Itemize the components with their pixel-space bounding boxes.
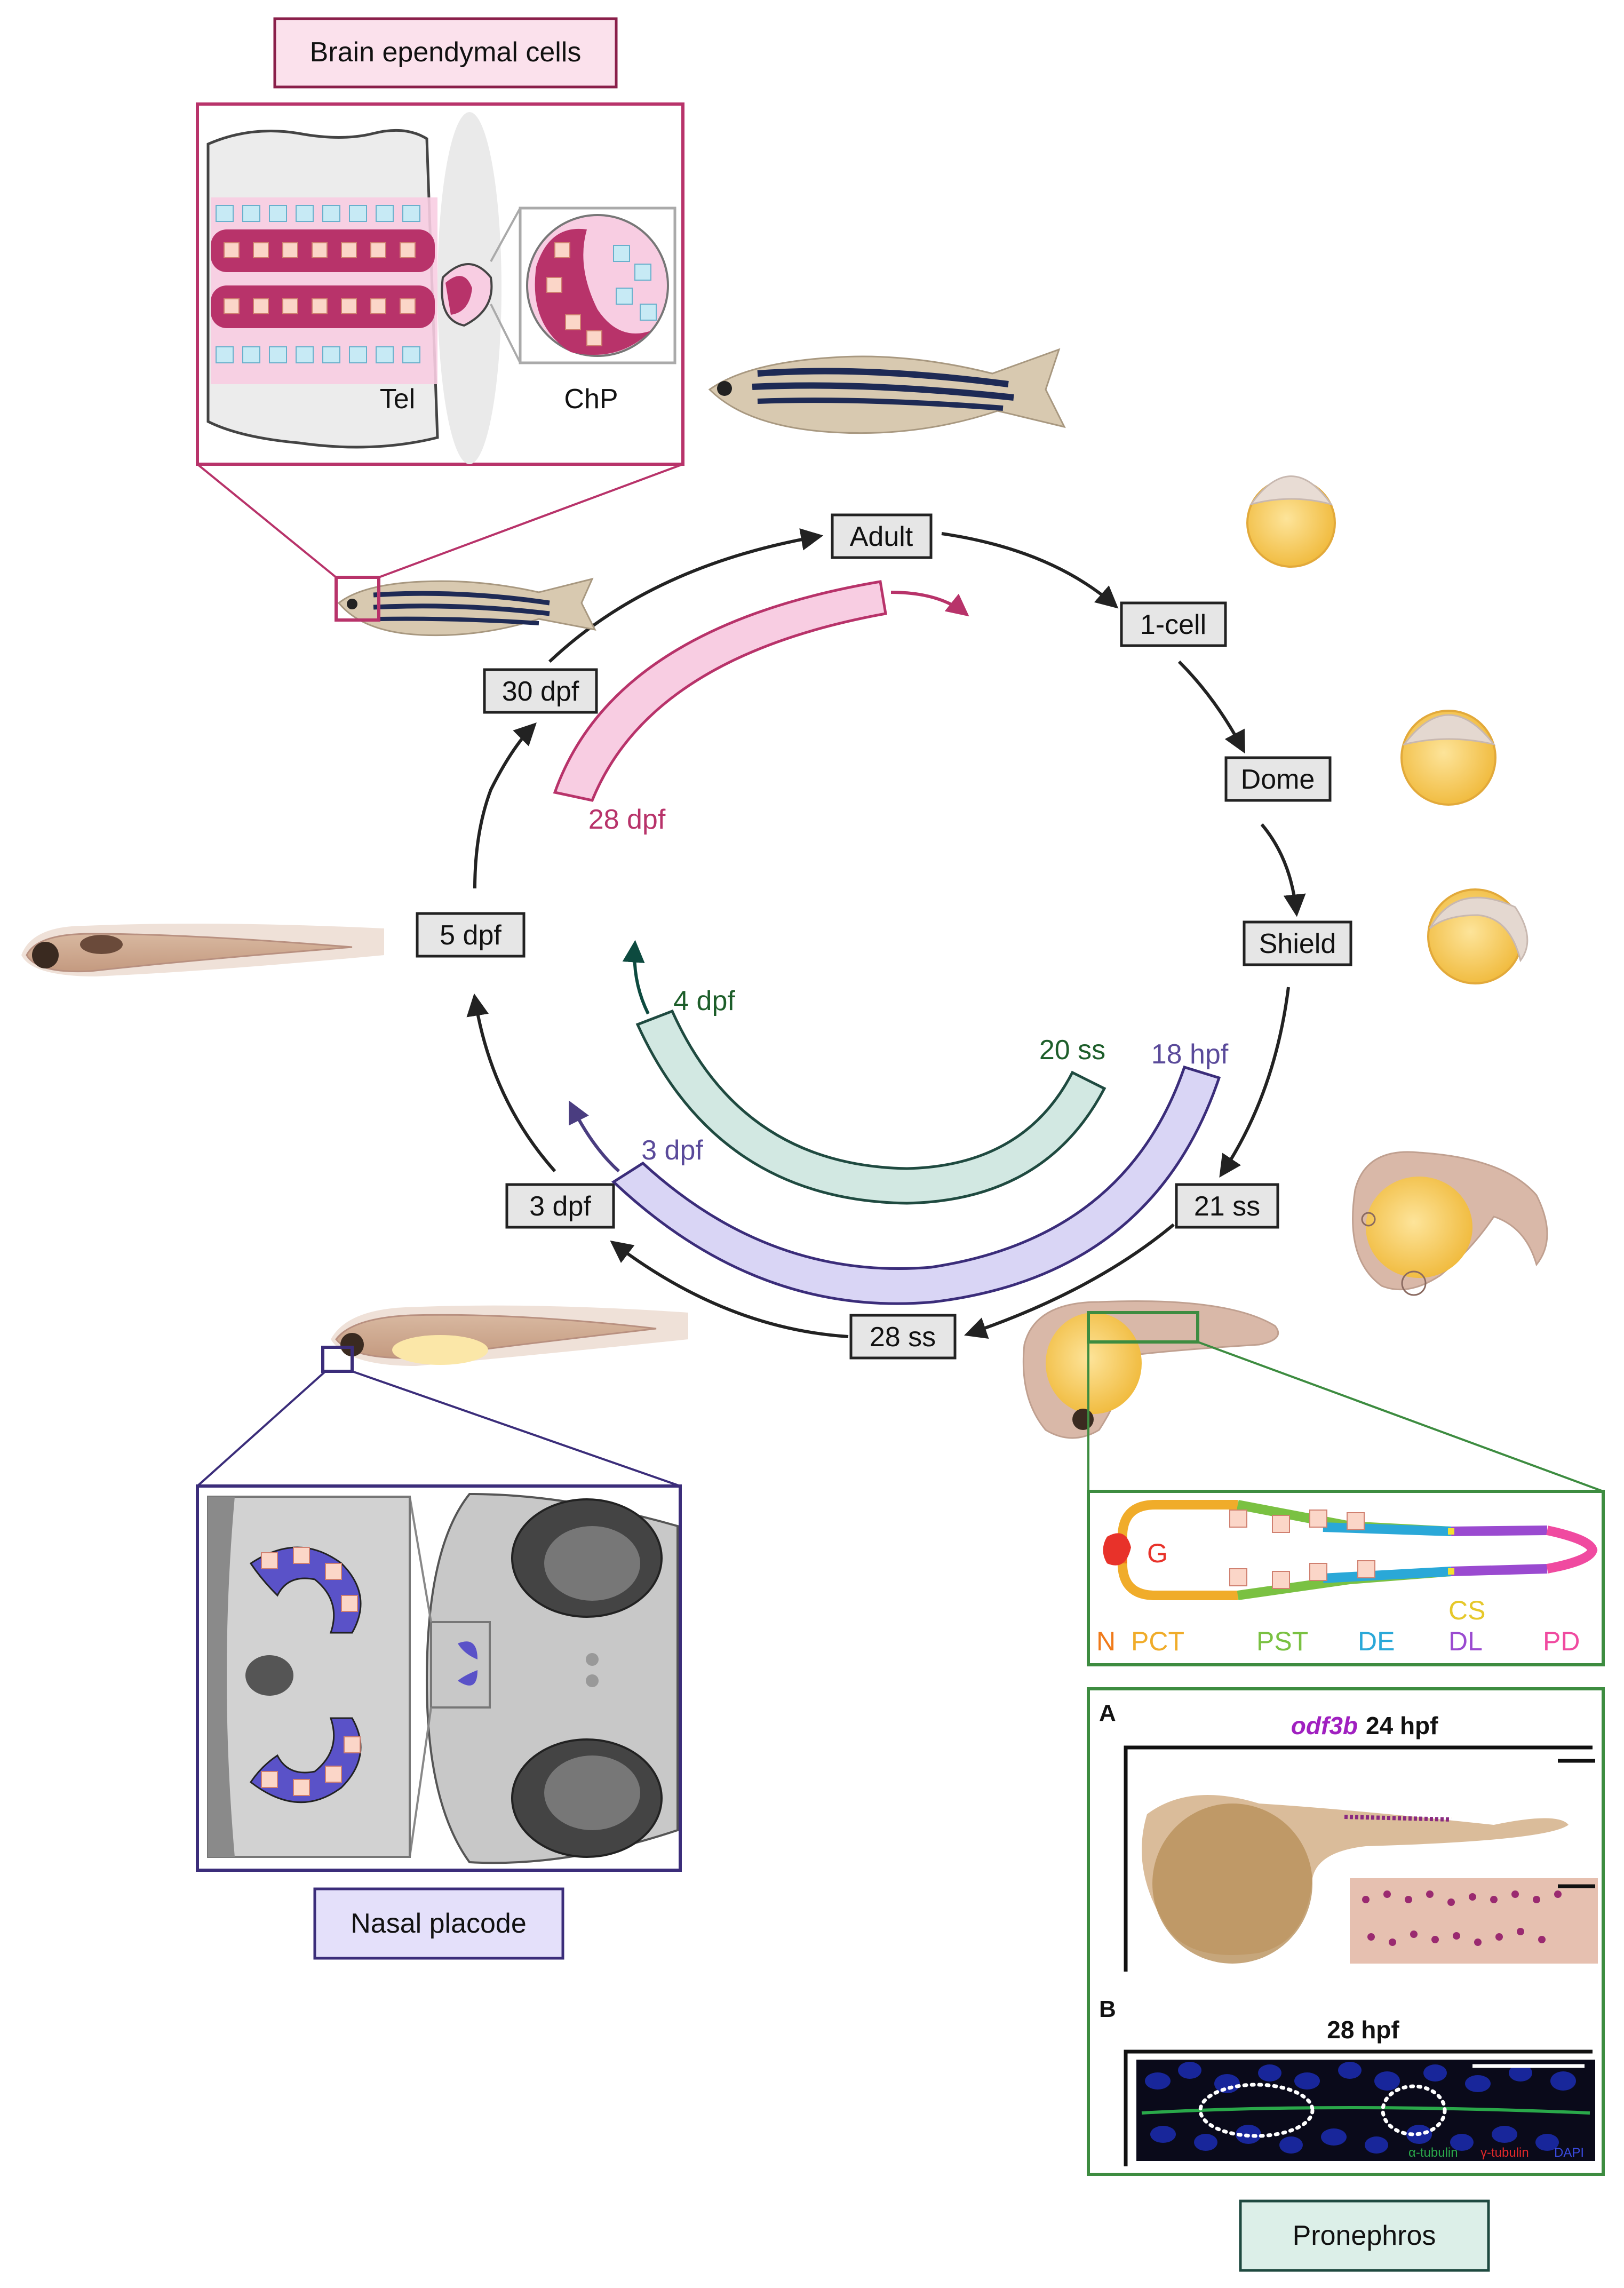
svg-text:Adult: Adult [850,521,913,552]
svg-text:γ-tubulin: γ-tubulin [1480,2146,1529,2160]
nasal-zoom-marker [321,1346,354,1373]
shield-embryo-illustration [1427,888,1529,984]
stage-dome: Dome [1224,756,1332,802]
svg-text:3 dpf: 3 dpf [641,1135,703,1166]
brain-zoom-marker [335,576,380,622]
svg-text:Dome: Dome [1241,764,1315,795]
svg-text:ChP: ChP [564,384,618,415]
svg-text:5 dpf: 5 dpf [440,920,501,951]
svg-text:28 ss: 28 ss [870,1322,936,1353]
nasal-window: 3 dpf 18 hpf [569,1039,1229,1305]
svg-text:odf3b: odf3b [1291,1712,1358,1739]
svg-text:G: G [1147,1538,1168,1568]
svg-text:α-tubulin: α-tubulin [1408,2146,1458,2160]
brain-window: 28 dpf [553,580,969,835]
svg-text:Shield: Shield [1259,928,1336,959]
brain-panel-title-box: Brain ependymal cells [273,17,618,89]
svg-text:N: N [1096,1626,1116,1656]
dome-embryo-illustration [1400,710,1496,806]
stage-21-ss: 21 ss [1175,1183,1279,1229]
pronephros-window: 4 dpf 20 ss [622,940,1106,1205]
svg-text:DAPI: DAPI [1554,2146,1584,2160]
lifecycle-arrows [466,528,1306,1339]
svg-text:DE: DE [1358,1626,1395,1656]
svg-text:PST: PST [1256,1626,1308,1656]
larva-5dpf-illustration [21,924,384,976]
svg-text:A: A [1099,1700,1116,1726]
svg-text:CS: CS [1448,1595,1485,1625]
svg-text:PCT: PCT [1131,1626,1184,1656]
svg-text:24 hpf: 24 hpf [1366,1712,1438,1739]
prim-embryo-illustration [1022,1300,1279,1439]
stage-30-dpf: 30 dpf [483,668,598,714]
pronephros-panel: G N PCT PST DE CS DL PD A odf3b 24 hpf B… [1087,1311,1605,2176]
svg-text:3 dpf: 3 dpf [529,1191,591,1222]
stage-boxes: Adult 1-cell Dome Shield 21 ss 28 ss 3 d… [416,513,1352,1360]
svg-text:Brain ependymal cells: Brain ependymal cells [310,37,582,68]
svg-text:B: B [1099,1996,1116,2022]
svg-text:28 dpf: 28 dpf [588,804,666,835]
svg-text:Tel: Tel [380,384,415,415]
stage-28-ss: 28 ss [849,1314,957,1360]
svg-text:20 ss: 20 ss [1039,1035,1105,1066]
brain-ependymal-panel: Tel ChP [196,102,684,578]
larva-3dpf-illustration [331,1305,688,1366]
svg-text:21 ss: 21 ss [1194,1191,1260,1222]
svg-text:30 dpf: 30 dpf [502,676,579,707]
pronephros-panel-title-box: Pronephros [1239,2199,1490,2272]
svg-text:28 hpf: 28 hpf [1327,2016,1399,2044]
stage-shield: Shield [1243,920,1352,966]
svg-text:4 dpf: 4 dpf [673,986,735,1016]
svg-text:1-cell: 1-cell [1140,609,1206,640]
stage-5-dpf: 5 dpf [416,912,526,958]
one-cell-embryo-illustration [1246,475,1336,568]
svg-text:Nasal placode: Nasal placode [351,1908,527,1939]
nasal-placode-panel [196,1370,682,1872]
stage-1-cell: 1-cell [1120,601,1227,647]
svg-text:PD: PD [1543,1626,1580,1656]
svg-text:DL: DL [1448,1626,1483,1656]
adult-zebrafish-illustration-large [708,348,1066,434]
adult-zebrafish-illustration-small [337,577,596,637]
stage-adult: Adult [831,513,933,559]
stage-3-dpf: 3 dpf [505,1183,615,1229]
svg-text:18 hpf: 18 hpf [1151,1039,1229,1070]
svg-text:Pronephros: Pronephros [1293,2220,1436,2251]
nasal-panel-title-box: Nasal placode [313,1887,564,1960]
segmentation-embryo-illustration [1352,1151,1548,1296]
